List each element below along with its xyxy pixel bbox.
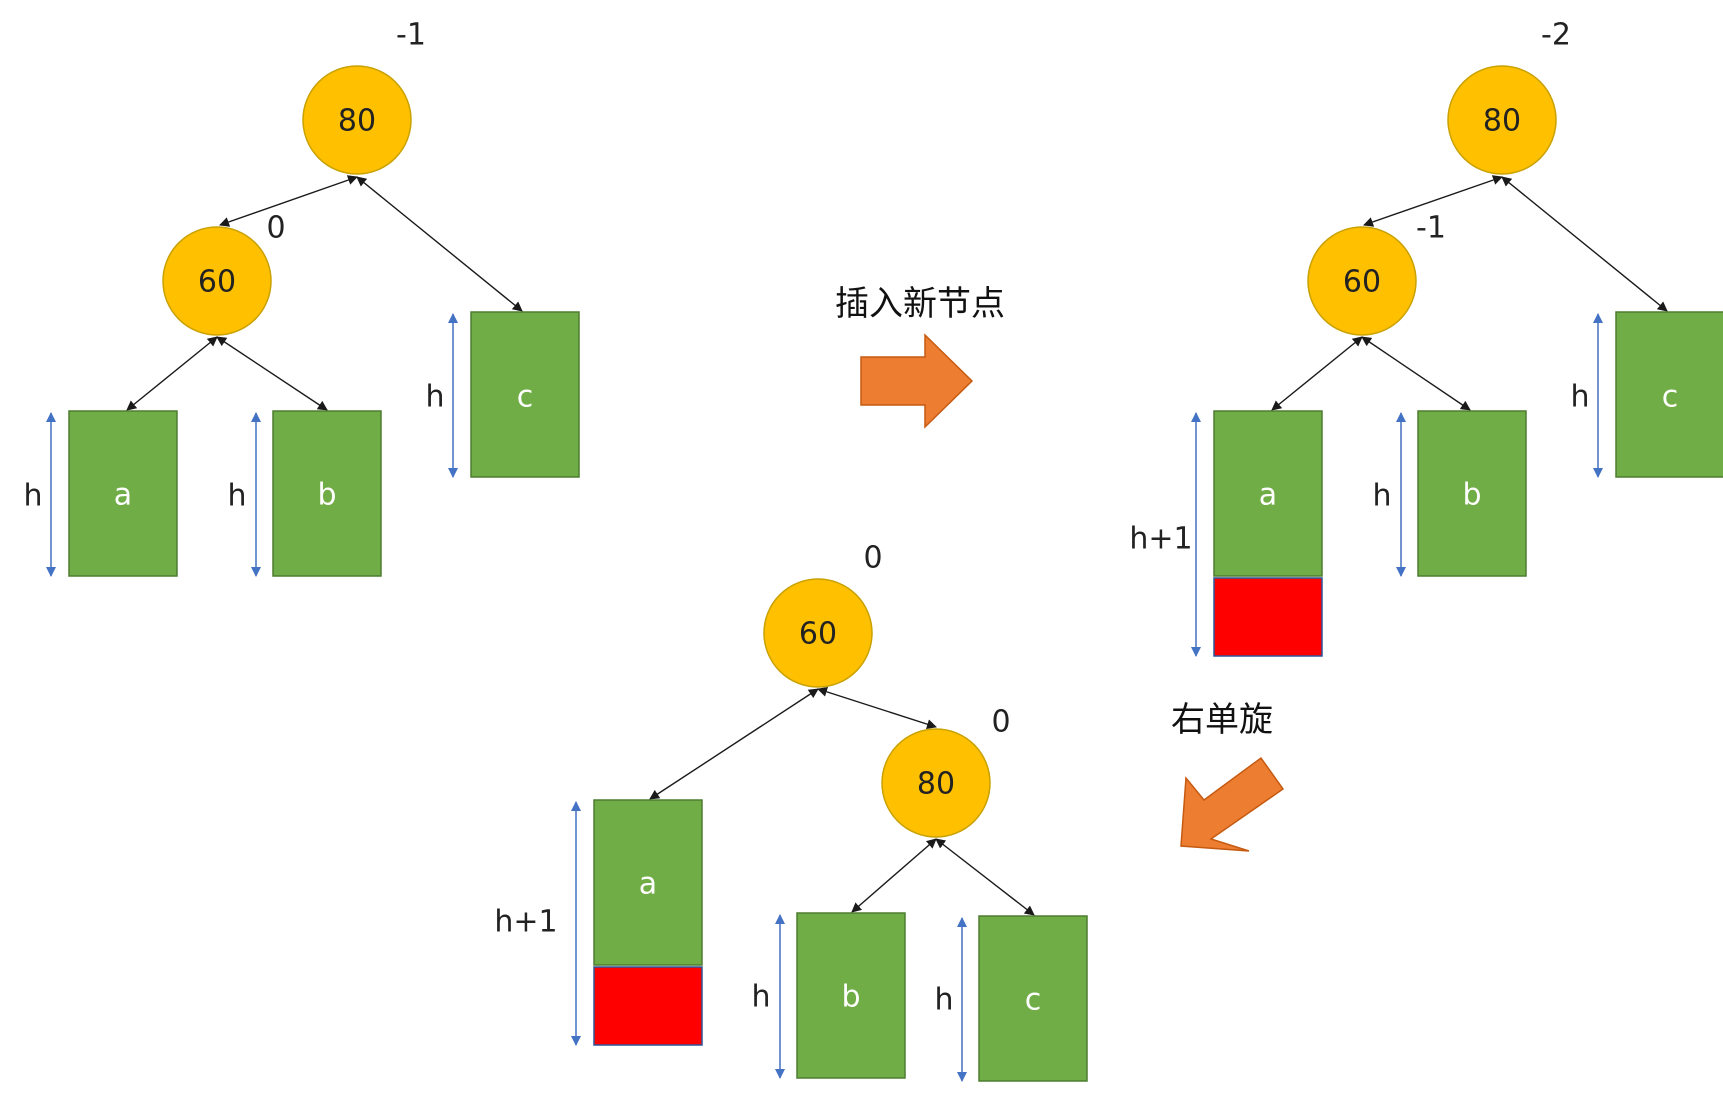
subtree-a-inserted-label: a <box>1259 478 1277 513</box>
height-label-c-inserted: h <box>1570 380 1589 415</box>
subtree-c <box>470 311 580 478</box>
subtree-b-label: b <box>317 478 336 513</box>
subtree-b-rotated-label: b <box>841 980 860 1015</box>
node-60-rotated-balance-factor: 0 <box>863 541 882 576</box>
subtree-c-label: c <box>517 380 534 415</box>
subtree-a-rotated-label: a <box>639 867 657 902</box>
subtree-b-inserted <box>1417 410 1527 577</box>
subtree-a-label: a <box>114 478 132 513</box>
step-rotate: 右单旋 <box>1171 700 1285 852</box>
node-80-rotated-value: 80 <box>917 767 955 802</box>
node-80-value: 80 <box>338 104 376 139</box>
subtree-b <box>272 410 382 577</box>
height-label-a-inserted: h+1 <box>1129 522 1192 557</box>
edge-80-c-rotated <box>935 838 1035 916</box>
node-60-inserted <box>1307 226 1417 336</box>
edge-60-b <box>216 336 328 411</box>
tree-after-rotate: 60 0 80 0 a h+1 b h c h <box>494 541 1088 1082</box>
subtree-b-inserted-label: b <box>1462 478 1481 513</box>
node-60-rotated <box>763 578 873 688</box>
node-80-balance-factor: -1 <box>396 18 426 53</box>
node-80-inserted-balance-factor: -2 <box>1541 18 1571 53</box>
edge-80-60 <box>219 175 358 227</box>
node-80-inserted <box>1447 65 1557 175</box>
subtree-a-rotated <box>593 799 703 966</box>
edge-60-b-inserted <box>1361 336 1471 411</box>
tree-before: 80 -1 60 0 a h b h c h <box>23 18 580 577</box>
height-label-c-rotated: h <box>934 983 953 1018</box>
subtree-c-rotated <box>978 915 1088 1082</box>
new-node-block <box>1213 577 1323 657</box>
node-60 <box>162 226 272 336</box>
height-label-a-rotated: h+1 <box>494 905 557 940</box>
height-label-c: h <box>425 380 444 415</box>
down-left-arrow-icon <box>1180 756 1285 852</box>
edge-80-60-inserted <box>1363 175 1503 227</box>
rotate-caption: 右单旋 <box>1171 700 1273 740</box>
node-80-inserted-value: 80 <box>1483 104 1521 139</box>
subtree-c-inserted <box>1615 311 1723 478</box>
node-80-rotated <box>881 728 991 838</box>
insert-caption: 插入新节点 <box>835 284 1005 324</box>
edge-80-c <box>356 176 523 312</box>
edge-80-b-rotated <box>851 838 937 913</box>
height-label-b-rotated: h <box>751 980 770 1015</box>
subtree-a <box>68 410 178 577</box>
edge-80-c-inserted <box>1501 176 1668 312</box>
right-arrow-icon <box>860 333 974 429</box>
edge-60-a-rotated <box>649 688 819 800</box>
height-label-b: h <box>227 479 246 514</box>
node-60-inserted-value: 60 <box>1343 265 1381 300</box>
node-80-rotated-balance-factor: 0 <box>991 705 1010 740</box>
height-label-b-inserted: h <box>1372 479 1391 514</box>
tree-after-insert: 80 -2 60 -1 a h+1 b h c h <box>1129 18 1723 657</box>
node-60-balance-factor: 0 <box>266 211 285 246</box>
node-80 <box>302 65 412 175</box>
node-60-rotated-value: 60 <box>799 617 837 652</box>
new-node-block-rotated <box>593 966 703 1046</box>
subtree-c-rotated-label: c <box>1025 983 1042 1018</box>
edge-60-80-rotated <box>817 686 937 730</box>
node-60-inserted-balance-factor: -1 <box>1416 211 1446 246</box>
subtree-b-rotated <box>796 912 906 1079</box>
edge-60-a <box>126 336 218 411</box>
height-label-a: h <box>23 479 42 514</box>
edge-60-a-inserted <box>1271 336 1363 411</box>
node-60-value: 60 <box>198 265 236 300</box>
subtree-a-inserted <box>1213 410 1323 577</box>
subtree-c-inserted-label: c <box>1662 380 1679 415</box>
step-insert: 插入新节点 <box>835 284 1005 429</box>
